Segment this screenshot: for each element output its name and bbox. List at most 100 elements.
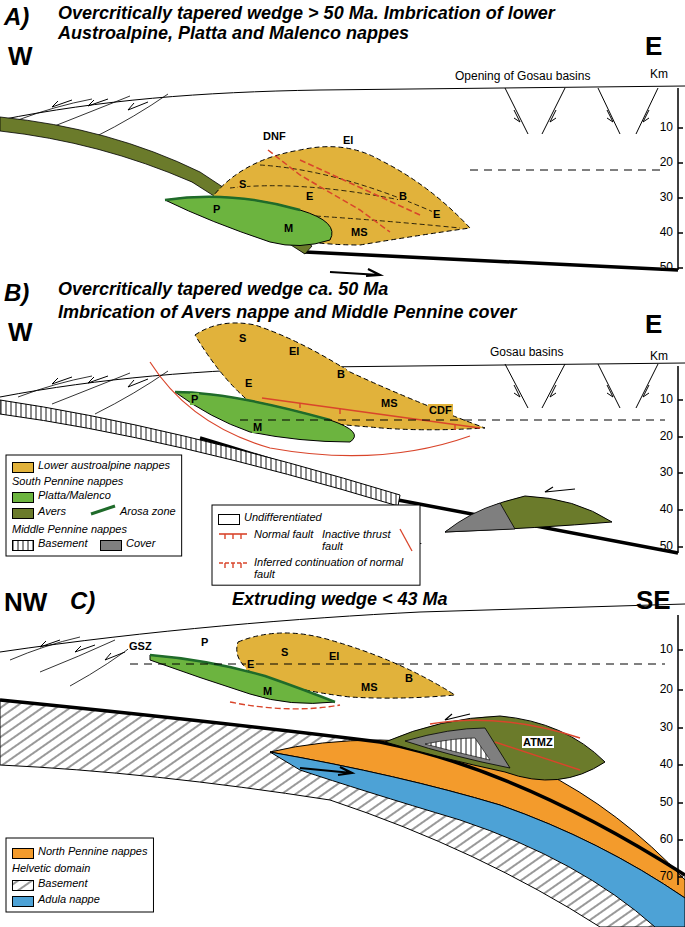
unit-label: S [238,332,247,344]
depth-tick: 20 [660,430,673,443]
axis-unit: Km [650,350,668,363]
thrust-arrows [52,99,148,110]
reference-depth [240,420,665,421]
helvetic-basement [0,700,685,927]
legend-sample [12,880,34,891]
legend-text: Basement [38,537,88,549]
panel-c-section [0,604,685,927]
panel-title: Overcritically tapered wedge ca. 50 Ma [58,280,388,300]
depth-tick: 40 [660,226,673,239]
unit-label: B [398,190,408,202]
gosau-arrows [514,110,649,122]
legend-text: Avers [38,505,66,517]
line-sample [400,529,412,551]
direction-label: E [645,310,662,339]
legend-heading: South Pennine nappes [12,475,123,487]
depth-tick: 30 [660,721,673,734]
fault-tick [224,534,225,539]
legend-swatch [218,514,240,525]
unit-label: P [212,203,221,215]
direction-label: W [8,42,33,71]
fault-tick [240,534,241,539]
gosau-faults [505,364,658,408]
panel-title: Imbrication of Avers nappe and Middle Pe… [58,303,516,323]
panel-b-section [0,323,685,585]
panel-letter: A) [4,4,29,30]
legend-sample [218,531,248,541]
fault-label: DNF [262,130,287,142]
legend-box [212,505,420,585]
thrust-arrows [52,376,148,387]
depth-tick: 10 [660,393,673,406]
transport-arrow [330,269,380,276]
panel-title: Overcritically tapered wedge > 50 Ma. Im… [58,4,658,44]
inactive-thrust [150,362,470,456]
normal-fault [262,398,480,428]
depth-tick: 20 [660,683,673,696]
line-sample [91,506,115,514]
legend-text: Inferred continuation of normal fault [254,556,409,580]
unit-label: MS [350,226,369,238]
unit-label: P [200,636,209,648]
legend-text: Adula nappe [38,893,100,905]
unit-label: B [404,672,414,684]
wedge-top [0,86,685,120]
unit-label: M [283,222,294,234]
depth-tick: 10 [660,643,673,656]
legend-heading: Middle Pennine nappes [12,523,127,535]
depth-tick: 40 [660,758,673,771]
direction-label: W [8,318,33,347]
direction-label: E [645,32,662,61]
transport-arrow [300,767,352,775]
legend-text: Undifferentiated [244,511,322,523]
legend-text: Basement [38,877,88,889]
legend-text: Platta/Malenco [38,489,111,501]
legend-text: Arosa zone [120,505,176,517]
austroalpine-lens [237,633,455,698]
depth-tick: 50 [660,796,673,809]
middle-pennine-basement [425,738,490,760]
panel-a-section [0,86,685,276]
depth-tick: 60 [660,833,673,846]
zone-label: ATMZ [522,736,554,748]
direction-label: SE [636,586,671,615]
depth-tick: 30 [660,466,673,479]
basin-note: Opening of Gosau basins [455,70,590,83]
depth-tick: 50 [660,540,673,553]
legend-box [6,455,182,556]
reference-depth [130,664,665,665]
legend-sample [90,504,116,516]
legend-text: Normal fault [254,528,313,540]
depth-tick: 70 [660,870,673,883]
unit-label: E [244,377,253,389]
gosau-faults [505,88,658,134]
hatch-sample [13,881,34,891]
legend-text: Inactive thrust fault [322,528,396,552]
gosau-arrows [514,385,649,397]
direction-label: NW [4,588,47,617]
depth-axis [678,366,683,553]
unit-label: El [342,134,354,146]
depth-tick: 10 [660,121,673,134]
platta-malenco-lens [165,197,332,246]
nappe-arrow [445,714,470,720]
legend-sample [12,540,34,551]
basin-note: Gosau basins [490,346,563,359]
middle-pennine-cover [445,503,515,532]
inferred-normal-fault [230,702,340,709]
panel-title: Extruding wedge < 43 Ma [232,590,448,610]
nappe-arrow [545,487,575,492]
middle-pennine-cover [405,728,510,768]
arosa-zone [150,655,335,702]
depth-tick: 50 [660,261,673,274]
unit-label: E [432,208,441,220]
unit-label: M [252,421,263,433]
avers-nappe [445,496,612,532]
arosa-zone [165,197,300,210]
thrust-arrows [40,640,125,660]
legend-swatch [12,462,34,473]
panel-letter: B) [4,280,29,306]
shear-zone-label: GSZ [128,640,153,652]
fault-tick [240,563,241,568]
legend-swatch [12,508,34,519]
